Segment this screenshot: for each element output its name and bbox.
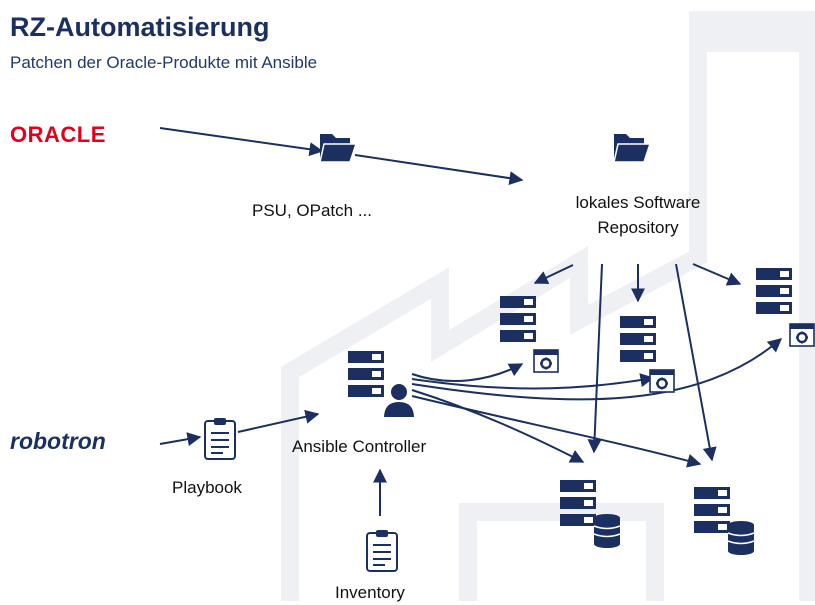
robotron-logo: robotron <box>10 428 106 454</box>
factory-chimney-fill <box>707 28 800 52</box>
gear-icon <box>648 368 676 394</box>
repository-label-line2: Repository <box>597 218 679 237</box>
database-server-2 <box>694 487 755 556</box>
repository-label-line1: lokales Software <box>575 193 701 212</box>
flow-arrows <box>159 127 783 516</box>
ansible-controller-label: Ansible Controller <box>292 437 427 456</box>
playbook-clipboard-icon <box>204 417 236 460</box>
database-icon <box>727 520 755 556</box>
psu-label: PSU, OPatch ... <box>252 201 372 220</box>
inventory-clipboard-icon <box>366 529 398 572</box>
folder-icon <box>319 133 357 163</box>
inventory-label: Inventory <box>335 583 405 602</box>
database-icon <box>593 513 621 549</box>
page-title: RZ-Automatisierung <box>10 12 270 42</box>
playbook-label: Playbook <box>172 478 242 497</box>
factory-background <box>281 11 815 601</box>
folder-icon <box>613 133 651 163</box>
target-server-1 <box>500 296 560 374</box>
repository-label: lokales Software Repository <box>548 190 728 240</box>
oracle-logo: ORACLE <box>10 122 106 147</box>
page-subtitle: Patchen der Oracle-Produkte mit Ansible <box>10 53 318 72</box>
gear-icon <box>532 348 560 374</box>
ansible-controller-icon <box>348 351 417 419</box>
target-server-2 <box>620 316 676 394</box>
gear-icon <box>788 322 815 348</box>
